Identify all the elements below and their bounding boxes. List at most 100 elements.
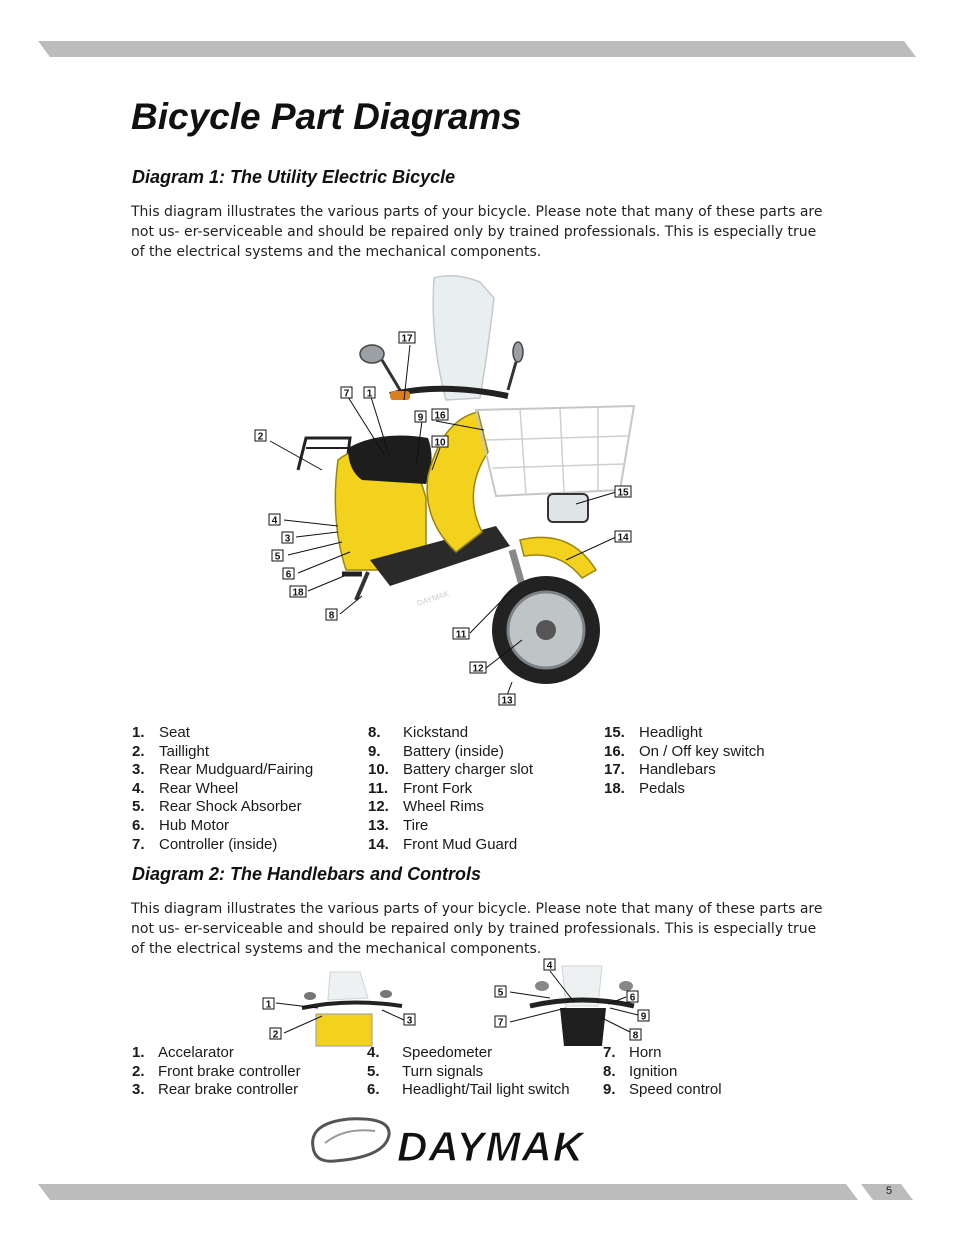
item-label: Wheel Rims	[403, 798, 484, 815]
item-label: Rear Wheel	[159, 780, 238, 797]
list-item: 5.Rear Shock Absorber	[132, 798, 313, 817]
list-item: 5.Turn signals	[367, 1063, 570, 1082]
item-number: 14.	[368, 836, 403, 855]
callout-number: 9	[418, 413, 424, 424]
item-label: Front brake controller	[158, 1063, 301, 1080]
item-number: 1.	[132, 1044, 158, 1063]
scooter-brand-text: DAYMAK	[416, 589, 451, 608]
list-item: 18.Pedals	[604, 780, 765, 799]
callout-number: 8	[633, 1031, 639, 1042]
item-label: Turn signals	[402, 1063, 483, 1080]
item-number: 7.	[132, 836, 159, 855]
list-item: 7.Horn	[603, 1044, 722, 1063]
list-item: 11.Front Fork	[368, 780, 533, 799]
item-label: Rear Shock Absorber	[159, 798, 302, 815]
callout-number: 11	[456, 630, 467, 641]
parts-list-col2: 8.Kickstand9.Battery (inside)10.Battery …	[368, 724, 533, 854]
list-item: 7.Controller (inside)	[132, 836, 313, 855]
list-item: 1.Accelarator	[132, 1044, 301, 1063]
item-number: 6.	[132, 817, 159, 836]
list-item: 4.Rear Wheel	[132, 780, 313, 799]
list-item: 4.Speedometer	[367, 1044, 570, 1063]
item-number: 8.	[603, 1063, 629, 1082]
callout-number: 6	[286, 570, 292, 581]
callout-number: 5	[275, 552, 281, 563]
callout-number: 1	[367, 389, 373, 400]
item-number: 2.	[132, 743, 159, 762]
item-label: Pedals	[639, 780, 685, 797]
callout-number: 7	[498, 1018, 504, 1029]
footer-bar	[38, 1184, 858, 1200]
daymak-logo: DAYMAK	[305, 1113, 650, 1168]
callout-number: 15	[617, 488, 629, 499]
callout-number: 9	[641, 1012, 647, 1023]
item-number: 16.	[604, 743, 639, 762]
item-label: Rear Mudguard/Fairing	[159, 761, 313, 778]
item-label: Controller (inside)	[159, 836, 277, 853]
callout-number: 18	[292, 588, 304, 599]
callout-number: 16	[434, 411, 446, 422]
list-item: 9.Speed control	[603, 1081, 722, 1100]
callout-number: 4	[547, 961, 553, 972]
item-number: 1.	[132, 724, 159, 743]
item-number: 4.	[367, 1044, 402, 1063]
item-label: Front Mud Guard	[403, 836, 517, 853]
item-label: Seat	[159, 724, 190, 741]
callout-number: 2	[258, 432, 264, 443]
callout-number: 4	[272, 516, 278, 527]
item-label: On / Off key switch	[639, 743, 765, 760]
front-mudguard	[520, 537, 596, 578]
item-number: 10.	[368, 761, 403, 780]
list-item: 3.Rear brake controller	[132, 1081, 301, 1100]
item-label: Horn	[629, 1044, 662, 1061]
item-label: Battery (inside)	[403, 743, 504, 760]
handlebar-rear-photo: 4 5 6 7 98	[490, 956, 660, 1048]
item-label: Speedometer	[402, 1044, 492, 1061]
page-number: 5	[878, 1185, 900, 1197]
item-label: Kickstand	[403, 724, 468, 741]
item-number: 3.	[132, 761, 159, 780]
item-number: 5.	[132, 798, 159, 817]
list-item: 8.Kickstand	[368, 724, 533, 743]
item-number: 8.	[368, 724, 403, 743]
item-number: 18.	[604, 780, 639, 799]
callout-number: 3	[407, 1016, 413, 1027]
diagram2-heading: Diagram 2: The Handlebars and Controls	[132, 864, 481, 885]
list-item: 10.Battery charger slot	[368, 761, 533, 780]
item-number: 7.	[603, 1044, 629, 1063]
item-number: 5.	[367, 1063, 402, 1082]
callout-number: 10	[434, 438, 446, 449]
item-label: Ignition	[629, 1063, 677, 1080]
list-item: 8.Ignition	[603, 1063, 722, 1082]
callout-number: 5	[498, 988, 504, 999]
list-item: 3.Rear Mudguard/Fairing	[132, 761, 313, 780]
item-label: Handlebars	[639, 761, 716, 778]
controls-list-col2: 4.Speedometer5.Turn signals6.Headlight/T…	[367, 1044, 570, 1100]
callout-number: 7	[344, 389, 350, 400]
list-item: 6.Headlight/Tail light switch	[367, 1081, 570, 1100]
parts-list-col1: 1.Seat2.Taillight3.Rear Mudguard/Fairing…	[132, 724, 313, 854]
item-label: Battery charger slot	[403, 761, 533, 778]
callout-number: 2	[273, 1030, 279, 1041]
handlebar-front-photo: 1 2 3	[258, 958, 428, 1048]
right-mirror	[513, 342, 523, 362]
callout-number: 1	[266, 1000, 272, 1011]
list-item: 12.Wheel Rims	[368, 798, 533, 817]
item-number: 2.	[132, 1063, 158, 1082]
list-item: 6.Hub Motor	[132, 817, 313, 836]
item-label: Taillight	[159, 743, 209, 760]
item-label: Hub Motor	[159, 817, 229, 834]
headlight	[548, 494, 588, 522]
item-number: 13.	[368, 817, 403, 836]
list-item: 9.Battery (inside)	[368, 743, 533, 762]
list-item: 1.Seat	[132, 724, 313, 743]
list-item: 14.Front Mud Guard	[368, 836, 533, 855]
diagram1-heading: Diagram 1: The Utility Electric Bicycle	[132, 167, 455, 188]
callout-number: 6	[630, 993, 636, 1004]
callout-number: 3	[285, 534, 291, 545]
list-item: 13.Tire	[368, 817, 533, 836]
